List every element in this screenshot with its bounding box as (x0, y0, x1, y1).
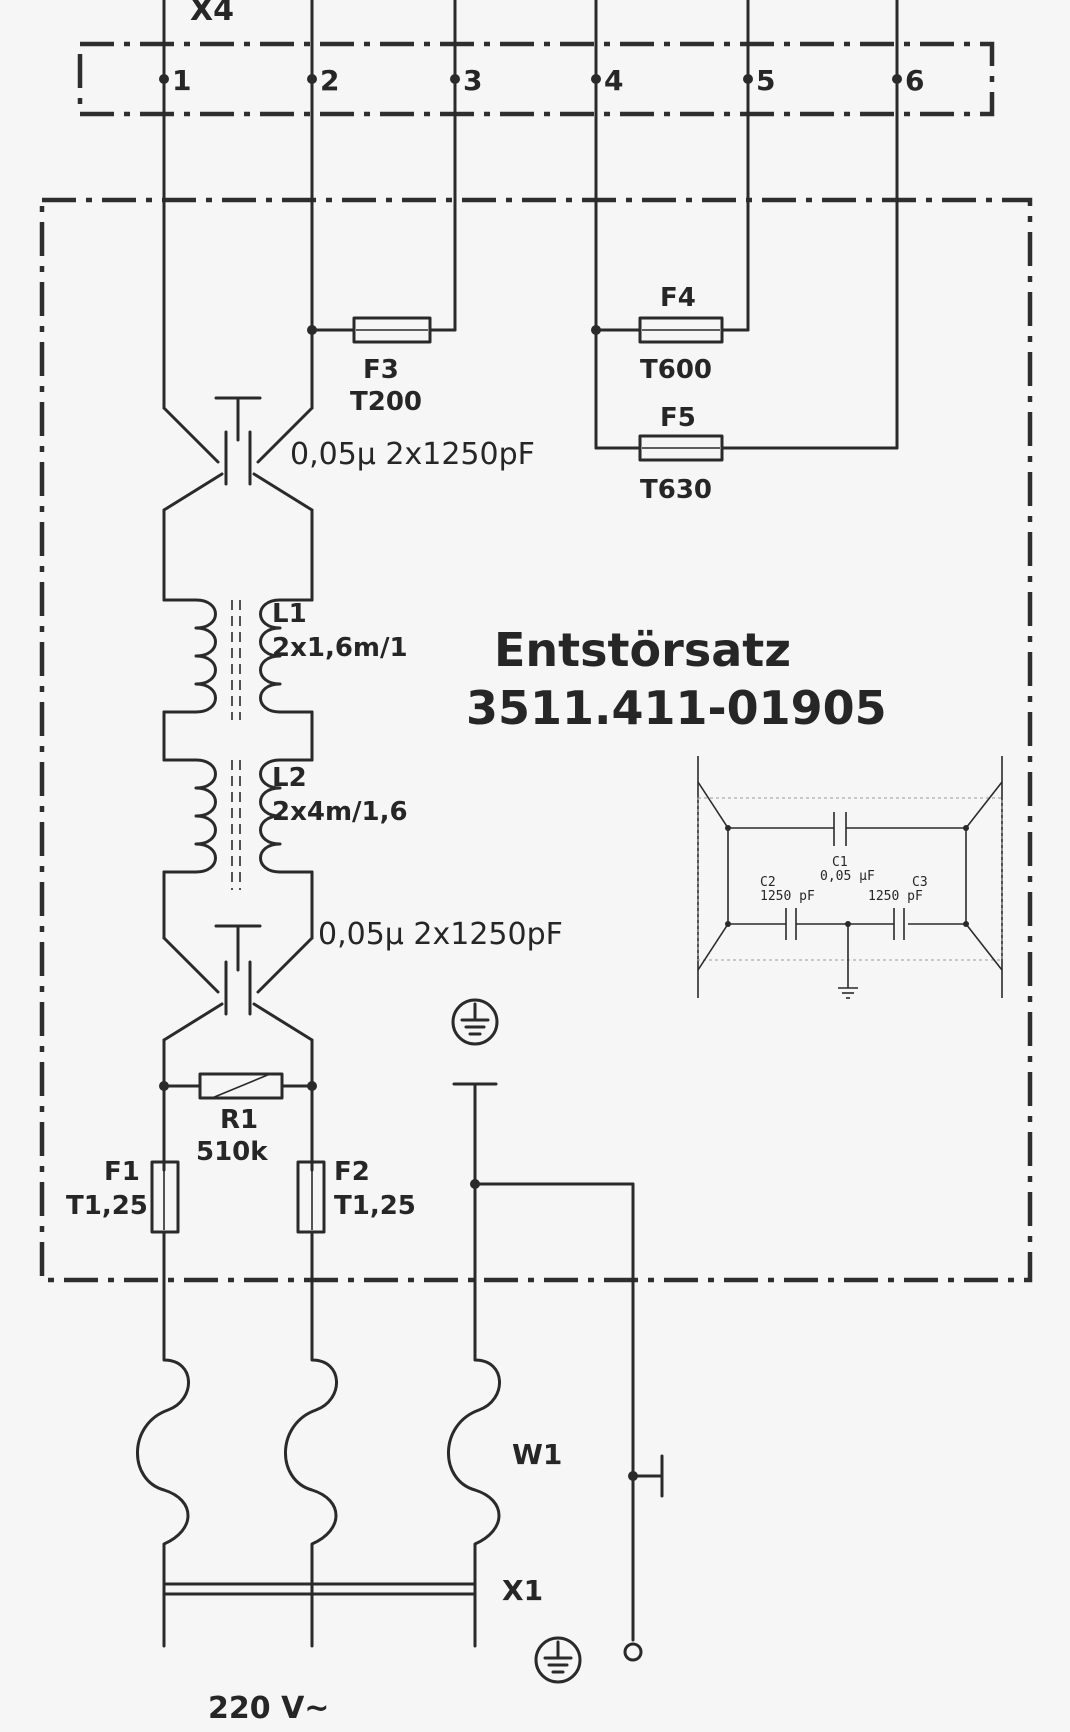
inset-c1-value: 0,05 µF (820, 869, 875, 884)
capacitor-block-upper: 0,05µ 2x1250pF (162, 396, 535, 602)
fuse-f3-value: T200 (350, 387, 422, 417)
protective-earth-line (452, 1082, 635, 1642)
choke-l1-value: 2x1,6m/1 (272, 633, 408, 663)
fuse-f2-ref: F2 (334, 1157, 370, 1187)
inset-c3-value: 1250 pF (868, 889, 923, 904)
inset-c3-ref: C3 (912, 875, 928, 890)
cable-w1-ref: W1 (512, 1438, 562, 1471)
terminal-wires (162, 0, 899, 450)
fuse-f4-value: T600 (640, 355, 712, 385)
cable-w1: W1 (136, 1288, 562, 1642)
choke-l2-value: 2x4m/1,6 (272, 797, 408, 827)
choke-l2-ref: L2 (272, 763, 307, 793)
fuse-f5-ref: F5 (660, 403, 696, 433)
inset-capacitor-detail: C1 0,05 µF C2 1250 pF C3 1250 pF (697, 756, 1003, 999)
ground-symbol-icon (451, 998, 499, 1046)
fuse-f2-value: T1,25 (334, 1191, 416, 1221)
choke-l2: L2 2x4m/1,6 (162, 758, 408, 940)
terminal-block-label: X4 (190, 0, 234, 28)
inset-c1-ref: C1 (832, 855, 848, 870)
pin-1-label: 1 (172, 64, 191, 97)
pin-5-label: 5 (756, 64, 775, 97)
terminal-pins: 1 2 3 4 5 6 (159, 64, 924, 97)
ground-symbol-bottom-icon (534, 1636, 582, 1684)
capacitor-block-upper-label: 0,05µ 2x1250pF (290, 437, 535, 472)
choke-l1-ref: L1 (272, 599, 307, 629)
fuse-f5-value: T630 (640, 475, 712, 505)
pin-6-label: 6 (905, 64, 924, 97)
fuse-f5: F5 T630 (594, 403, 899, 505)
fuse-f4: F4 T600 (591, 283, 750, 385)
pin-3-label: 3 (463, 64, 482, 97)
fuse-f2: F2 T1,25 (296, 1157, 416, 1292)
capacitor-block-lower: 0,05µ 2x1250pF (162, 917, 563, 1172)
supply-voltage-label: 220 V~ (208, 1691, 329, 1726)
inset-c2-value: 1250 pF (760, 889, 815, 904)
plug-x1: X1 (162, 1574, 643, 1662)
resistor-r1-value: 510k (196, 1137, 268, 1167)
pin-2-label: 2 (320, 64, 339, 97)
plug-x1-ref: X1 (502, 1574, 543, 1607)
fuse-f1: F1 T1,25 (66, 1157, 180, 1292)
inset-c2-ref: C2 (760, 875, 776, 890)
fuse-f1-value: T1,25 (66, 1191, 148, 1221)
assembly-title: Entstörsatz (494, 623, 791, 677)
resistor-r1: R1 510k (159, 1072, 317, 1167)
fuse-f4-ref: F4 (660, 283, 696, 313)
capacitor-block-lower-label: 0,05µ 2x1250pF (318, 917, 563, 952)
enclosure-outline (39, 197, 1033, 1283)
assembly-part-number: 3511.411-01905 (466, 681, 887, 735)
fuse-f3-ref: F3 (363, 355, 399, 385)
terminal-block-x4: X4 (77, 0, 995, 117)
choke-l1: L1 2x1,6m/1 (162, 598, 408, 762)
resistor-r1-ref: R1 (220, 1105, 258, 1135)
fuse-f1-ref: F1 (104, 1157, 140, 1187)
fuse-f3: F3 T200 (307, 316, 457, 417)
pin-4-label: 4 (604, 64, 623, 97)
clamp-icon (628, 1454, 664, 1498)
